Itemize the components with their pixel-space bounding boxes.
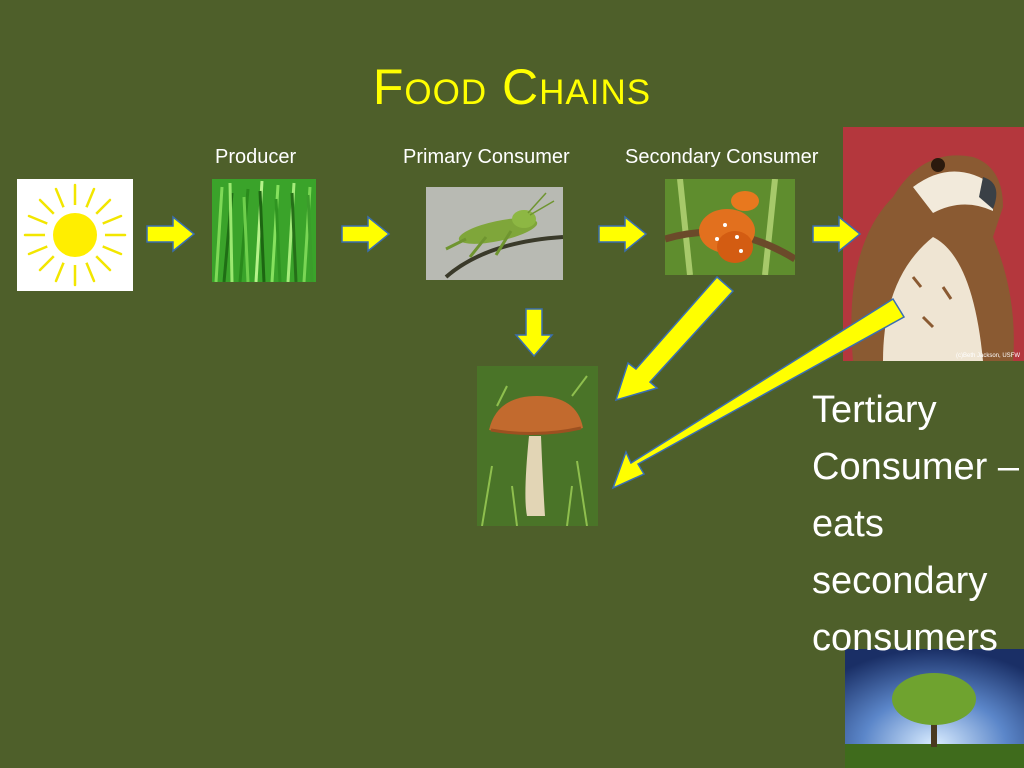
arrow-producer-to-primary [341,215,391,253]
arrow-secondary-to-tertiary [812,215,862,253]
grass-image [212,179,316,282]
snake-image [665,179,795,275]
producer-label: Producer [215,146,297,168]
diagonal-arrows [611,275,906,490]
mushroom-image [477,366,598,526]
arrow-sun-to-producer [146,215,196,253]
photo-credit: (c)Beth Jackson, USFW [955,353,1020,359]
arrow-secondary-to-decomposer [614,275,735,402]
page-title: Food Chains [372,59,652,115]
sun-icon [17,179,133,291]
arrow-primary-to-secondary [598,215,648,253]
arrow-primary-to-decomposer [514,308,554,358]
secondary-consumer-label: Secondary Consumer [625,146,819,168]
grasshopper-image [426,187,563,280]
arrow-tertiary-to-decomposer [611,297,906,490]
primary-consumer-label: Primary Consumer [403,146,570,168]
tree-image [845,649,1024,768]
tertiary-consumer-description: Tertiary Consumer – eats secondary consu… [812,389,1019,659]
